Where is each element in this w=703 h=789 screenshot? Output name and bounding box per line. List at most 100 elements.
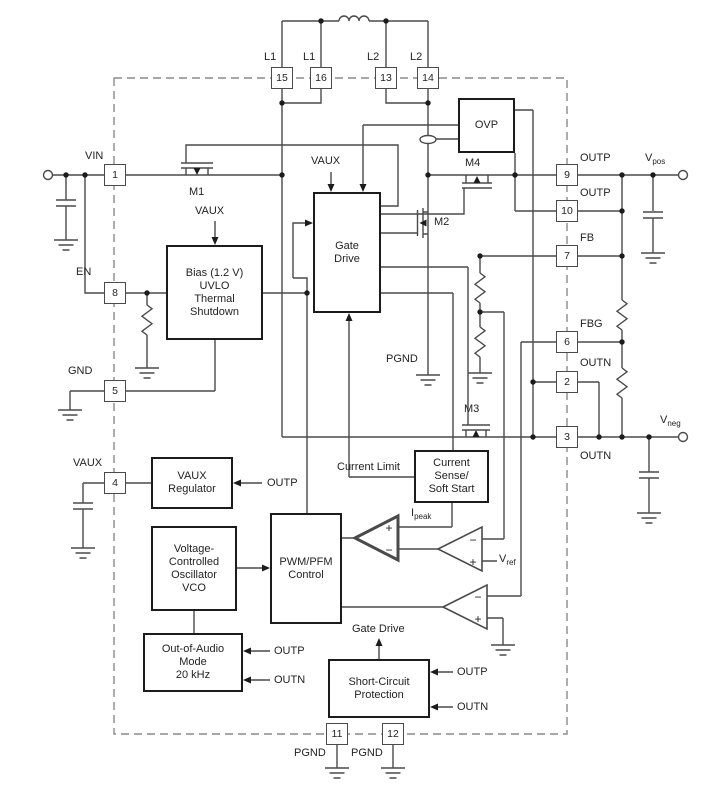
m4-arrow <box>473 176 481 183</box>
pin-number: 10 <box>561 205 573 217</box>
label-vpos: Vpos <box>645 152 665 168</box>
block-label: Controlled <box>168 555 220 568</box>
label-ipeak: Ipeak <box>411 507 431 523</box>
pin-box-12: 12 <box>382 723 404 745</box>
ext-divider-resistor-bottom <box>615 367 629 399</box>
m2-mosfet <box>381 175 429 375</box>
pin-label-vaux: VAUX <box>73 457 103 469</box>
vneg-terminal <box>677 431 689 443</box>
m2-arrow <box>419 219 427 227</box>
pin-box-8: 8 <box>104 282 126 304</box>
block-label: Soft Start <box>428 483 475 495</box>
pin-label-pgnd11: PGND <box>294 747 326 759</box>
quantity-main: V <box>499 553 507 565</box>
arrowheads <box>193 168 481 711</box>
pin-label-l1b: L1 <box>303 51 316 63</box>
pin-box-15: 15 <box>271 67 293 89</box>
block-current-sense-soft-start: Current Sense/ Soft Start <box>414 450 489 503</box>
label-ooa-in-outp: OUTP <box>274 645 305 657</box>
current-sense-ellipse <box>419 134 437 145</box>
ic-boundary <box>113 77 568 735</box>
pin-box-2: 2 <box>556 371 578 393</box>
label-m1: M1 <box>189 186 205 198</box>
m3-arrow <box>472 430 480 437</box>
block-label: Sense/ <box>434 470 469 482</box>
block-label: Drive <box>334 252 360 265</box>
pin-number: 8 <box>112 287 118 299</box>
pin-box-16: 16 <box>310 67 332 89</box>
pin-box-7: 7 <box>556 245 578 267</box>
block-label: 20 kHz <box>175 669 211 681</box>
pin-label-outp9: OUTP <box>580 152 611 164</box>
pin-label-outn2: OUTN <box>580 357 612 369</box>
pin-number: 13 <box>380 72 392 84</box>
pin-number: 6 <box>564 336 570 348</box>
label-vauxreg-in-outp: OUTP <box>267 477 298 489</box>
pin-number: 14 <box>422 72 434 84</box>
pin-box-9: 9 <box>556 164 578 186</box>
block-label: Bias (1.2 V) <box>185 266 244 279</box>
pin-number: 16 <box>315 72 327 84</box>
pin-box-13: 13 <box>375 67 397 89</box>
pin-label-fbg: FBG <box>580 318 603 330</box>
pin-number: 2 <box>564 376 570 388</box>
quantity-sub: peak <box>414 512 432 522</box>
block-label: Regulator <box>168 483 216 495</box>
block-label: UVLO <box>199 279 230 292</box>
comparator-sign: + <box>474 612 481 626</box>
quantity-sub: neg <box>667 419 681 429</box>
label-m2: M2 <box>434 216 450 228</box>
block-label: OVP <box>474 119 499 131</box>
block-label: Protection <box>354 688 404 701</box>
block-vco: Voltage- Controlled Oscillator VCO <box>151 526 237 611</box>
pin-number: 11 <box>331 728 343 740</box>
pin-label-l1a: L1 <box>264 51 277 63</box>
pin-label-fb: FB <box>580 232 595 244</box>
vpos-terminal <box>677 169 689 181</box>
pin-label-gnd: GND <box>68 365 93 377</box>
pin-label-en: EN <box>76 266 92 278</box>
label-scp-in-outp: OUTP <box>457 666 488 678</box>
block-vaux-regulator: VAUX Regulator <box>151 457 233 509</box>
pin-box-10: 10 <box>556 200 578 222</box>
fb-divider-resistor-bottom <box>473 326 487 358</box>
block-label: Oscillator <box>171 568 217 581</box>
comparator-sign: − <box>469 533 476 547</box>
pin-box-4: 4 <box>104 472 126 494</box>
vin-terminal <box>42 169 54 181</box>
label-m3: M3 <box>464 403 480 415</box>
error-comparator-pos <box>436 525 483 573</box>
fb-divider-resistor-top <box>473 272 487 304</box>
pin-box-14: 14 <box>417 67 439 89</box>
pin-box-1: 1 <box>104 164 126 186</box>
error-comparator-neg <box>441 583 488 631</box>
block-label: Mode <box>179 656 207 668</box>
label-pgnd-switch: PGND <box>386 353 418 365</box>
en-pulldown-resistor <box>140 304 154 336</box>
block-label: Thermal <box>194 292 235 305</box>
block-ovp: OVP <box>458 98 515 153</box>
pin-label-l2a: L2 <box>367 51 380 63</box>
label-gate-drive-out: Gate Drive <box>352 623 405 635</box>
pin-label-outn3: OUTN <box>580 450 612 462</box>
comparator-sign: + <box>385 521 392 535</box>
pin-number: 1 <box>112 169 118 181</box>
label-vaux-gatedrive: VAUX <box>311 155 341 167</box>
block-label: Short-Circuit <box>348 675 410 688</box>
m1-arrow <box>193 168 201 175</box>
ground-symbols <box>54 239 665 779</box>
comparator-signs: + − − + − + <box>385 521 481 626</box>
block-gate-drive: Gate Drive <box>313 192 381 313</box>
pin-label-vin: VIN <box>85 150 104 162</box>
quantity-sub: ref <box>506 558 516 568</box>
pin-number: 5 <box>112 385 118 397</box>
label-ooa-in-outn: OUTN <box>274 674 306 686</box>
label-vref: Vref <box>499 553 516 569</box>
pin-number: 12 <box>387 728 399 740</box>
pin-number: 15 <box>276 72 288 84</box>
quantity-main: V <box>645 152 653 164</box>
comparator-sign: − <box>385 543 392 557</box>
comparator-sign: + <box>469 555 476 569</box>
